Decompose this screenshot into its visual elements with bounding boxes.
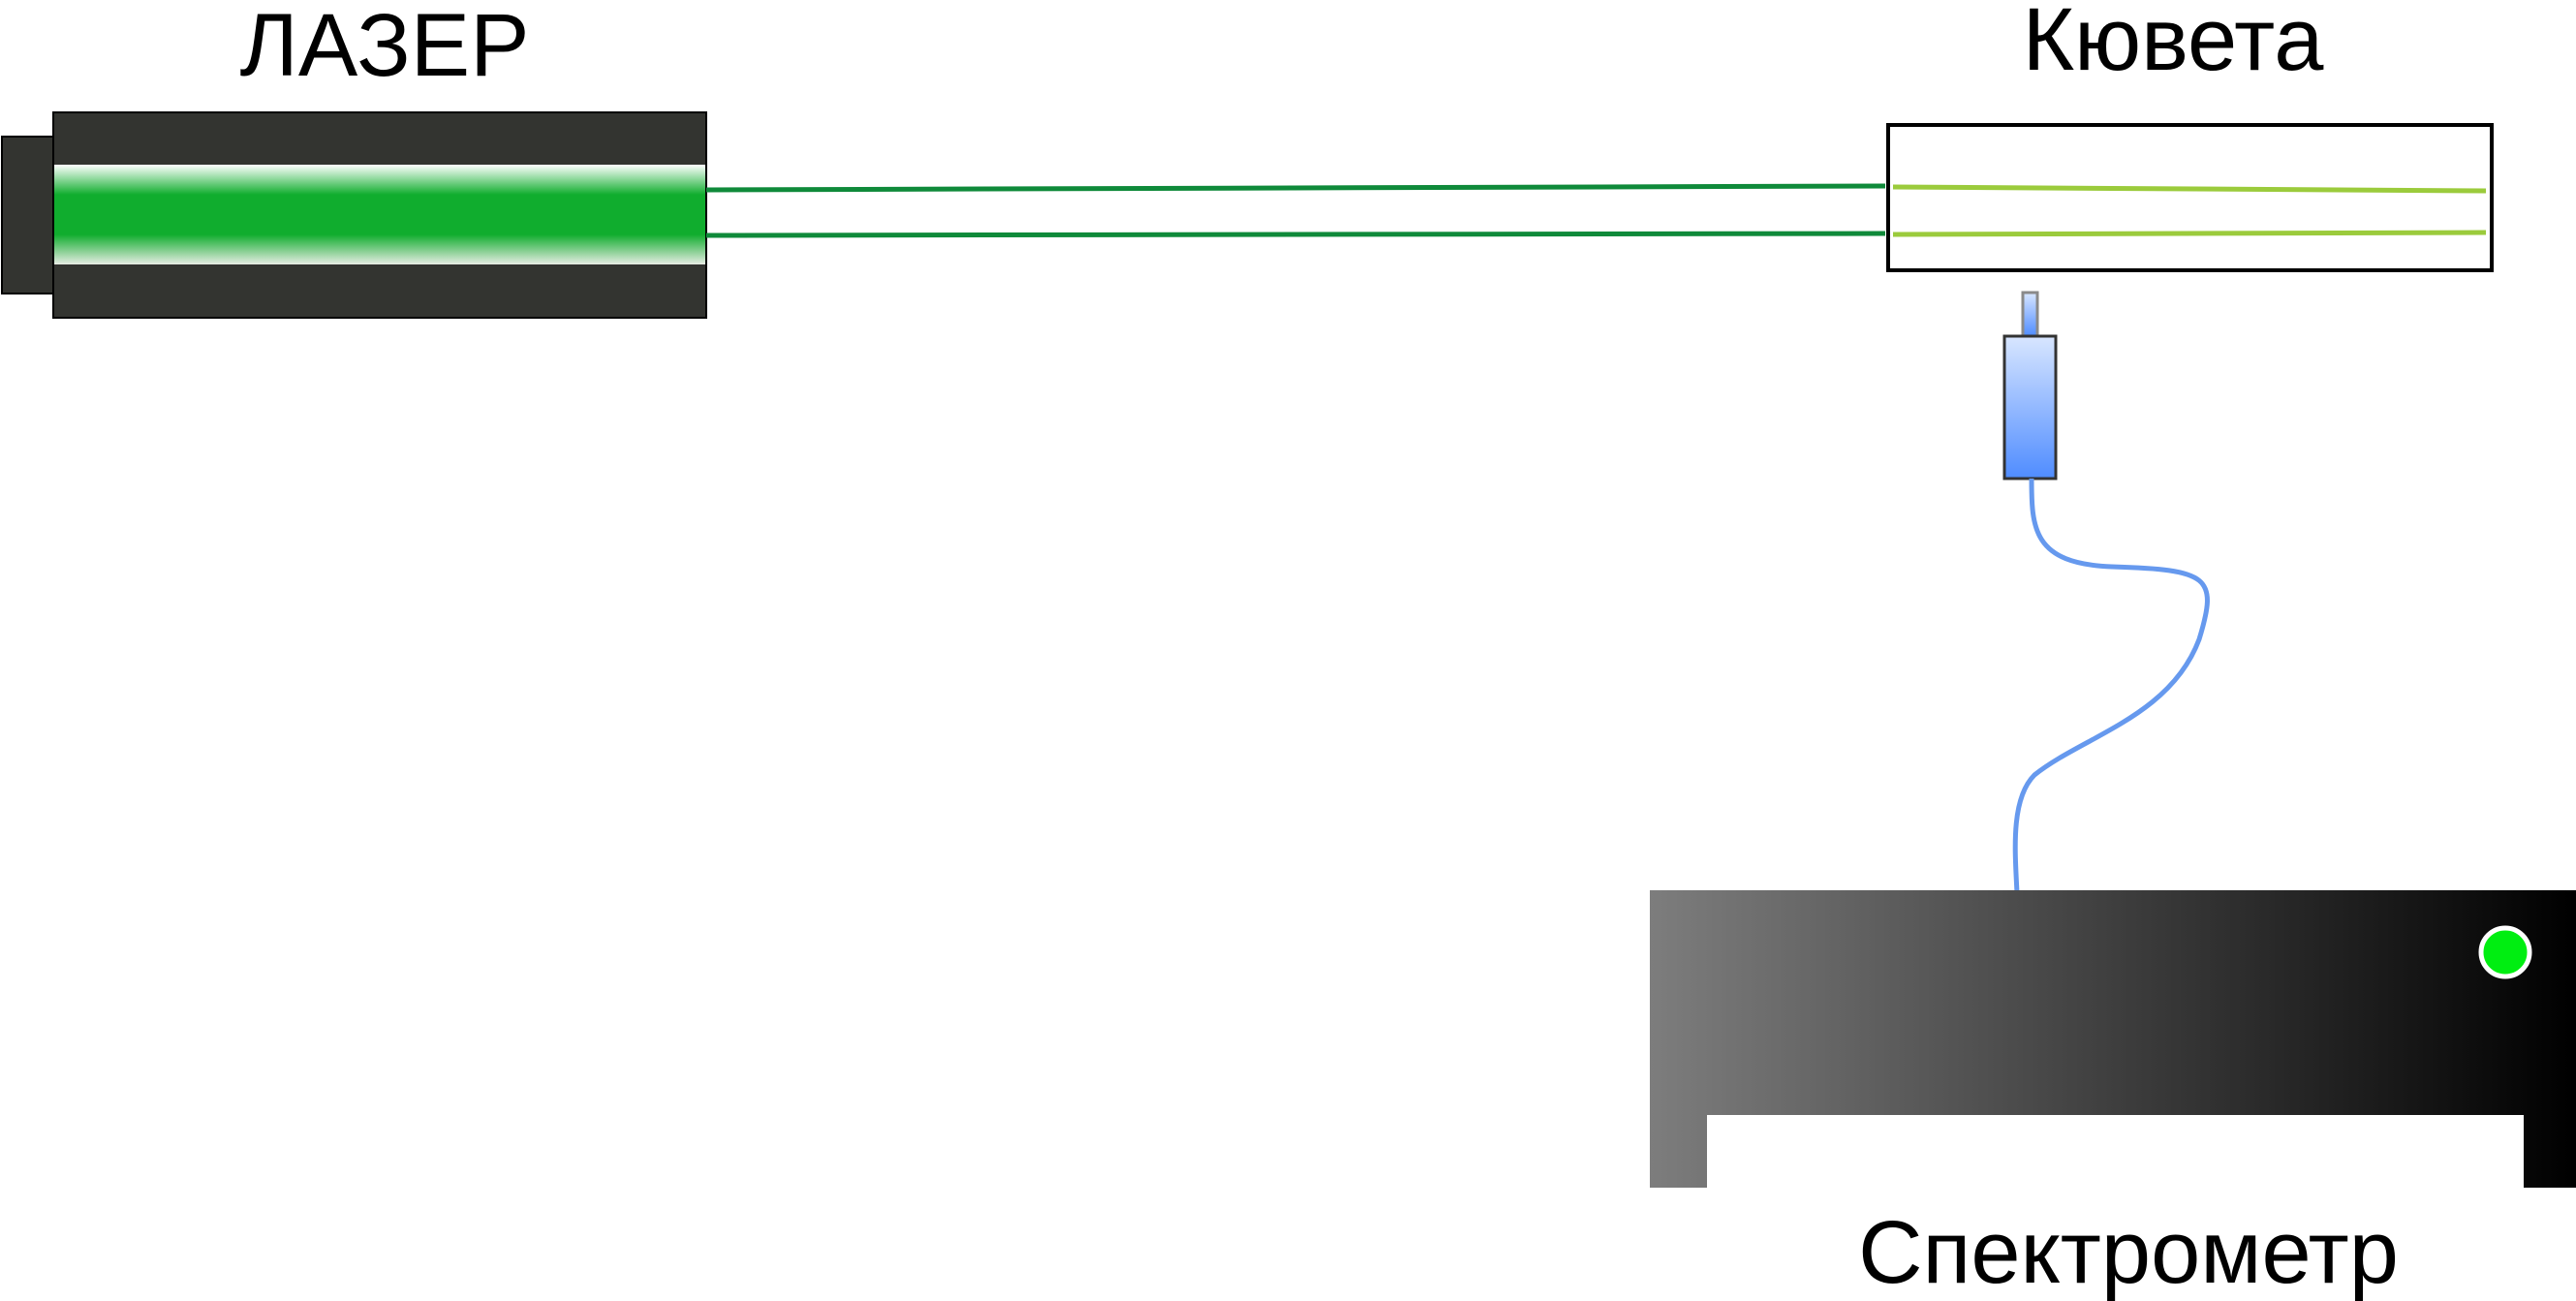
indicator-led (2478, 925, 2532, 979)
optical-fiber (2012, 478, 2210, 894)
spectrometer-body (1650, 890, 2576, 1188)
cuvette-beam-upper (1892, 184, 2487, 194)
beam-lower (705, 231, 1886, 238)
beam-upper (705, 183, 1886, 193)
cuvette-body (1886, 123, 2494, 272)
spectrometer-label: Спектрометр (1858, 1203, 2399, 1301)
fiber-probe-icon (2002, 291, 2058, 480)
laser-label: ЛАЗЕР (240, 0, 530, 95)
cuvette-beam-lower (1892, 230, 2487, 237)
laser-rear-cap (1, 136, 56, 294)
spectrometer-icon (1650, 890, 2576, 1188)
laser-icon (1, 111, 707, 319)
laser-beam (705, 183, 1886, 238)
cuvette-label: Кювета (2023, 0, 2325, 89)
cuvette-icon (1886, 123, 2494, 272)
probe-body (2002, 334, 2058, 480)
probe-tip (2021, 291, 2039, 338)
laser-beam-core (54, 165, 705, 264)
